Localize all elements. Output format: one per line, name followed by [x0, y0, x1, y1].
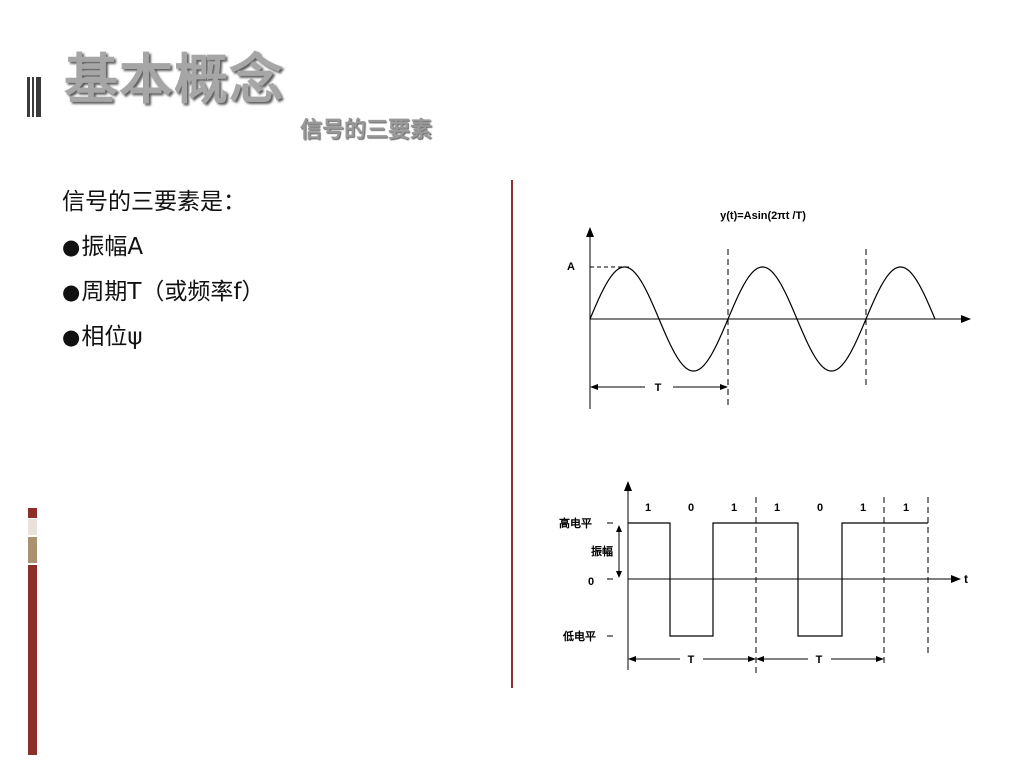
- square-x-arrow-icon: [951, 575, 961, 583]
- square-period-arrow-2-right-icon: [876, 656, 884, 662]
- bullet-label: 振幅A: [81, 234, 144, 260]
- square-period-arrow-1-right-icon: [748, 656, 756, 662]
- sine-y-arrow-icon: [586, 227, 594, 237]
- sine-curve: [589, 266, 936, 372]
- low-level-label: 低电平: [562, 629, 596, 643]
- sine-amplitude-label: A: [567, 261, 575, 273]
- side-decoration-red-bar: [28, 565, 37, 755]
- bit-label: 1: [860, 502, 866, 514]
- bullet-label: 相位ψ: [81, 324, 143, 350]
- bullet-amplitude: ● 振幅A: [62, 225, 264, 270]
- square-period-label-1: T: [688, 654, 695, 666]
- side-decoration-light: [28, 519, 37, 535]
- bullet-phase: ● 相位ψ: [62, 315, 264, 360]
- square-axis-t-label: t: [964, 572, 968, 586]
- side-decoration-red-top: [28, 508, 37, 518]
- bit-label: 1: [731, 502, 737, 514]
- bullet-label: 周期T（或频率f）: [81, 279, 265, 305]
- zero-label: 0: [588, 576, 594, 588]
- sine-period-arrow-right-icon: [720, 384, 728, 390]
- page-title: 基本概念: [64, 47, 284, 111]
- square-y-arrow-icon: [624, 481, 632, 491]
- bit-label: 0: [688, 502, 694, 514]
- bullet-dot-icon: ●: [62, 280, 81, 304]
- bit-label: 1: [774, 502, 780, 514]
- high-level-label: 高电平: [559, 516, 592, 530]
- vertical-divider: [511, 180, 513, 688]
- sine-x-arrow-icon: [961, 315, 971, 323]
- square-period-arrow-2-left-icon: [756, 656, 764, 662]
- side-decoration-tan: [28, 537, 37, 563]
- bullet-period: ● 周期T（或频率f）: [62, 270, 264, 315]
- body-text: 信号的三要素是： ● 振幅A ● 周期T（或频率f） ● 相位ψ: [62, 180, 264, 360]
- amplitude-arrow-down-icon: [616, 571, 622, 578]
- sine-wave-figure: y(t)=Asin(2πt /T) A T: [567, 210, 971, 409]
- sine-period-arrow-left-icon: [590, 384, 598, 390]
- square-wave-figure: t 1 0 1 1 0 1 1 高电平 振幅 0 低电平 T T: [559, 481, 968, 675]
- square-period-label-2: T: [816, 654, 823, 666]
- sine-formula: y(t)=Asin(2πt /T): [720, 210, 806, 222]
- bit-label: 1: [903, 502, 909, 514]
- bit-label: 0: [817, 502, 823, 514]
- bit-label: 1: [645, 502, 651, 514]
- bullet-dot-icon: ●: [62, 235, 81, 259]
- title-accent-bars: [27, 77, 41, 117]
- square-period-arrow-1-left-icon: [628, 656, 636, 662]
- bullet-dot-icon: ●: [62, 325, 81, 349]
- amplitude-label: 振幅: [591, 544, 613, 558]
- sine-period-label: T: [655, 382, 662, 394]
- amplitude-arrow-up-icon: [616, 525, 622, 532]
- page-subtitle: 信号的三要素: [300, 118, 433, 143]
- intro-line: 信号的三要素是：: [62, 189, 246, 215]
